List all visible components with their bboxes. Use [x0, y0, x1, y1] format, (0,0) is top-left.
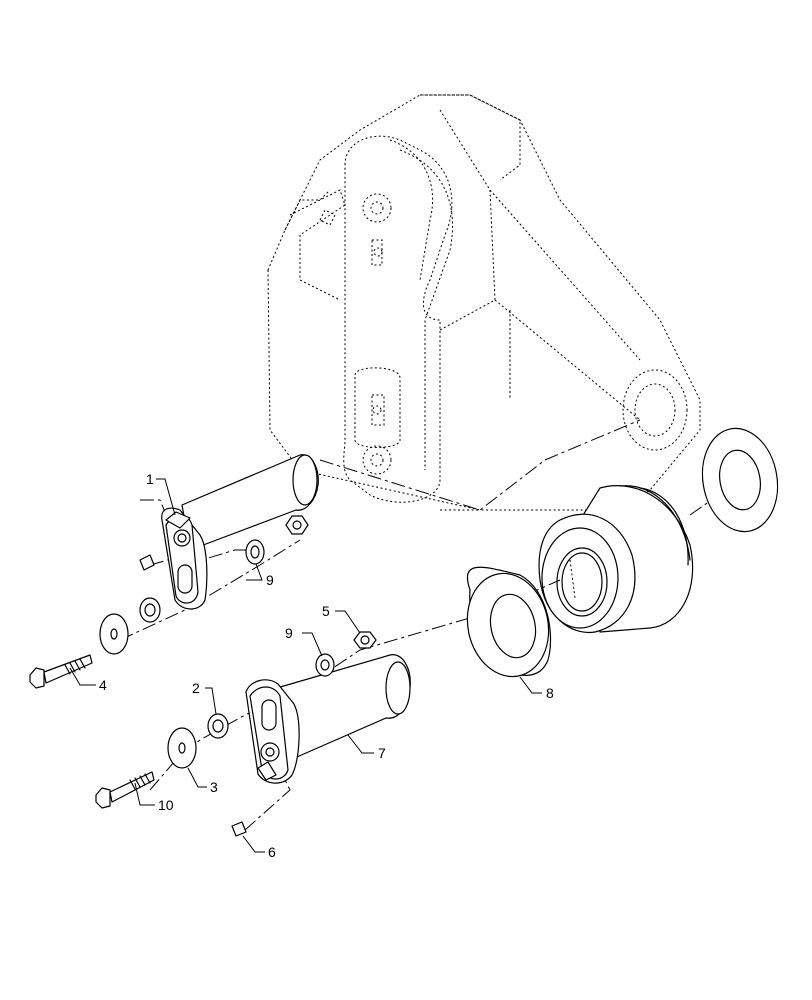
thrust-washer-8 — [466, 566, 552, 678]
callout-10: 10 — [158, 797, 174, 813]
flat-washer-9-lower — [315, 653, 335, 677]
bushing-upper — [139, 597, 161, 623]
callout-3: 3 — [210, 779, 218, 795]
callout-5: 5 — [322, 603, 330, 619]
plate-washer-upper — [99, 613, 129, 655]
pivot-pin-7 — [245, 654, 411, 784]
grease-fitting-upper — [139, 554, 155, 571]
grease-fitting-6 — [231, 821, 247, 837]
callout-9-upper: 9 — [266, 572, 274, 588]
spacer-washer-right — [701, 427, 779, 533]
plate-washer-3 — [167, 727, 197, 769]
callout-4: 4 — [99, 677, 107, 693]
bolt-4 — [29, 654, 93, 689]
callout-1: 1 — [146, 471, 154, 487]
callout-labels: 1 2 3 4 5 6 7 8 9 9 10 — [99, 471, 554, 860]
callout-7: 7 — [378, 745, 386, 761]
pivot-pin-1 — [161, 454, 319, 610]
callout-2: 2 — [192, 680, 200, 696]
lock-nut-upper — [285, 515, 309, 535]
lock-nut-5 — [353, 631, 377, 649]
bushing-2 — [207, 713, 229, 739]
callout-9-lower: 9 — [285, 625, 293, 641]
flat-washer-9-upper — [245, 539, 265, 565]
lower-pivot-hub — [538, 485, 694, 634]
bolt-10 — [95, 771, 155, 809]
callout-8: 8 — [546, 685, 554, 701]
loader-frame-phantom — [267, 94, 701, 511]
callout-6: 6 — [268, 844, 276, 860]
callout-leaders — [69, 478, 542, 853]
